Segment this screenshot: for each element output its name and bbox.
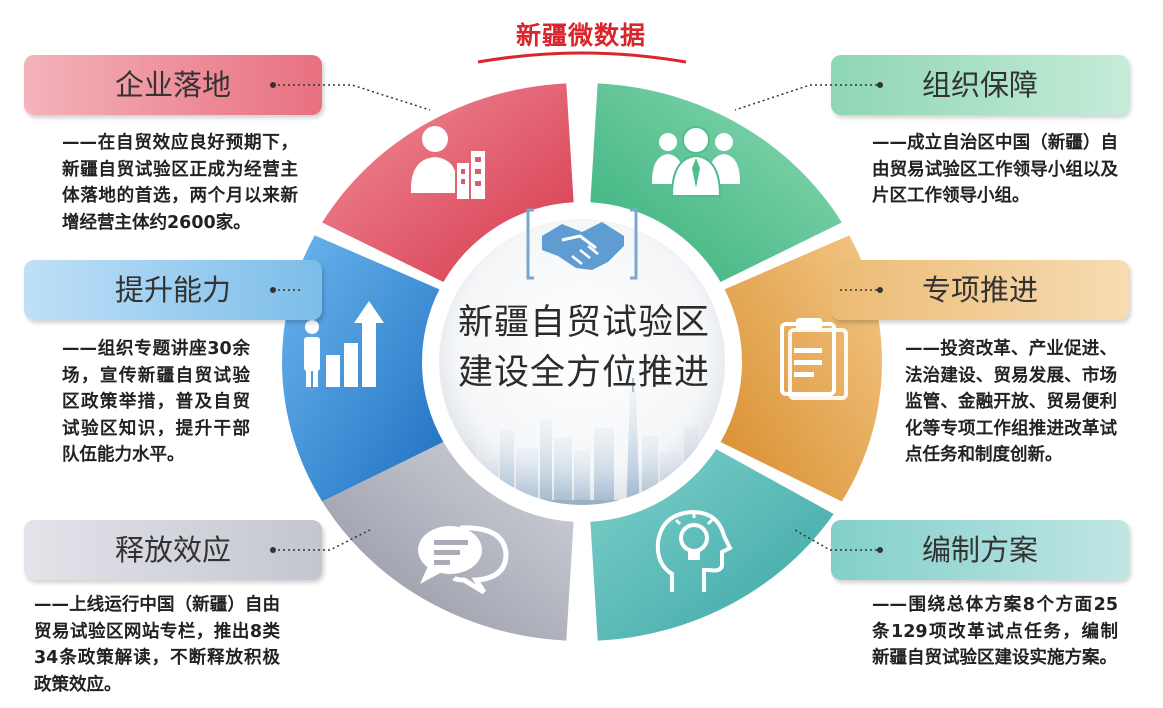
desc-enterprise-text: ——在自贸效应良好预期下，新疆自贸试验区正成为经营主体落地的首选，两个月以来新增… — [62, 133, 298, 233]
label-box-release: 释放效应 — [24, 520, 322, 580]
desc-organization-text: ——成立自治区中国（新疆）自由贸易试验区工作领导小组以及片区工作领导小组。 — [872, 133, 1118, 206]
business-person-building-icon — [405, 123, 491, 207]
connector-dot — [270, 287, 276, 293]
desc-capacity: ——组织专题讲座30余场，宣传新疆自贸试验区政策举措，普及自贸试验区知识，提升干… — [62, 336, 250, 469]
connector-dot — [877, 82, 883, 88]
handshake-icon — [526, 208, 638, 280]
center-title-line2: 建设全方位推进 — [457, 353, 710, 393]
label-capacity: 提升能力 — [114, 273, 231, 307]
connector-dot — [877, 287, 883, 293]
head-lightbulb-icon — [652, 508, 736, 598]
desc-special: ——投资改革、产业促进、法治建设、贸易发展、市场监管、金融开放、贸易便利化等专项… — [905, 336, 1117, 469]
label-box-capacity: 提升能力 — [24, 260, 322, 320]
team-group-icon — [650, 124, 742, 202]
desc-release: ——上线运行中国（新疆）自由贸易试验区网站专栏，推出8类34条政策解读，不断释放… — [34, 592, 280, 698]
desc-release-text: ——上线运行中国（新疆）自由贸易试验区网站专栏，推出8类34条政策解读，不断释放… — [34, 595, 280, 695]
label-special: 专项推进 — [921, 273, 1038, 307]
label-box-plan: 编制方案 — [831, 520, 1129, 580]
header-title: 新疆微数据 — [515, 21, 646, 50]
label-organization: 组织保障 — [921, 68, 1038, 102]
label-enterprise: 企业落地 — [114, 68, 231, 102]
desc-enterprise: ——在自贸效应良好预期下，新疆自贸试验区正成为经营主体落地的首选，两个月以来新增… — [62, 130, 298, 236]
desc-special-text: ——投资改革、产业促进、法治建设、贸易发展、市场监管、金融开放、贸易便利化等专项… — [905, 339, 1117, 465]
segment-plan — [590, 449, 834, 641]
desc-plan-text: ——围绕总体方案8个方面25条129项改革试点任务，编制新疆自贸试验区建设实施方… — [872, 595, 1118, 668]
center-title-line1: 新疆自贸试验区 — [457, 303, 710, 343]
desc-plan: ——围绕总体方案8个方面25条129项改革试点任务，编制新疆自贸试验区建设实施方… — [872, 592, 1118, 672]
label-box-special: 专项推进 — [831, 260, 1129, 320]
label-box-enterprise: 企业落地 — [24, 55, 322, 115]
label-box-organization: 组织保障 — [831, 55, 1129, 115]
label-plan: 编制方案 — [921, 533, 1038, 567]
label-release: 释放效应 — [114, 533, 231, 567]
desc-capacity-text: ——组织专题讲座30余场，宣传新疆自贸试验区政策举措，普及自贸试验区知识，提升干… — [62, 339, 250, 465]
growth-chart-icon — [298, 301, 388, 393]
connector-dot — [270, 547, 276, 553]
header-arc — [477, 51, 687, 64]
connector-dot — [270, 82, 276, 88]
center-title: 新疆自贸试验区 建设全方位推进 — [444, 298, 724, 398]
desc-organization: ——成立自治区中国（新疆）自由贸易试验区工作领导小组以及片区工作领导小组。 — [872, 130, 1118, 210]
chat-bubbles-icon — [416, 520, 512, 598]
clipboard-icon — [778, 316, 848, 404]
connector-dot — [877, 547, 883, 553]
